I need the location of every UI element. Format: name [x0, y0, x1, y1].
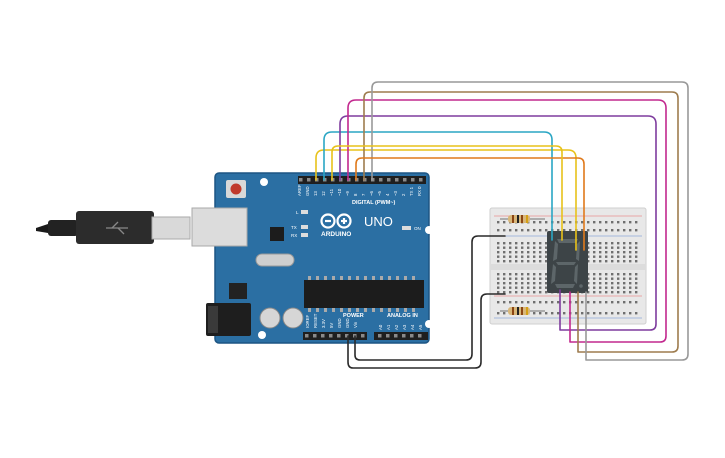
wire-yellow-left [315, 149, 577, 251]
usb-cable-strain-tip [36, 224, 48, 233]
digital-pin-label: AREF [297, 184, 302, 196]
power-pin-label: GND [345, 318, 350, 328]
l-led [301, 210, 308, 214]
wire-gray [371, 81, 689, 361]
digital-pin-label: 2 [401, 193, 406, 196]
wire-brown [363, 91, 679, 353]
mount-hole-bottom-left [258, 331, 266, 339]
rx-led-label: RX [291, 233, 297, 238]
capacitor-1 [259, 307, 281, 329]
power-pin-label: IOREF [305, 314, 310, 328]
board-model-label: UNO [364, 214, 393, 229]
wire-cyan [323, 131, 553, 241]
arduino-logo-text: ARDUINO [321, 231, 351, 238]
voltage-regulator [229, 283, 247, 299]
tx-led [301, 225, 308, 229]
wire-black-gnd-top [354, 235, 506, 361]
power-pin-label: RESET [313, 313, 318, 328]
analog-header [374, 332, 428, 340]
l-led-label: L [296, 210, 299, 215]
digital-pin-label: 13 [313, 191, 318, 196]
digital-pin-label: 4 [385, 193, 390, 196]
usb-cable[interactable] [36, 211, 191, 244]
power-pin-label: 3.3V [321, 319, 326, 328]
power-header-label: POWER [343, 313, 364, 319]
rx-led [301, 233, 308, 237]
analog-pin-label: A2 [394, 324, 399, 330]
usb-cable-strain-relief [48, 220, 78, 236]
digital-pin-label: ~3 [393, 190, 398, 196]
arduino-uno-board[interactable]: ARDUINO UNO DIGITAL (PWM~) POWER ANALOG … [191, 172, 433, 344]
on-led-label: ON [414, 226, 421, 231]
reset-button[interactable] [230, 183, 242, 195]
analog-pin-label: A3 [402, 324, 407, 330]
digital-pin-label: ~9 [345, 190, 350, 196]
mount-hole-bottom-right [425, 320, 433, 328]
signal-wires [315, 81, 689, 361]
capacitor-2 [282, 307, 304, 329]
tx-led-label: TX [291, 225, 297, 230]
seven-segment-digit-icon [551, 239, 583, 288]
resistor-bottom[interactable] [500, 307, 545, 315]
wire-yellow-right [331, 145, 563, 241]
digital-pin-label: 7 [361, 193, 366, 196]
power-header [303, 332, 367, 340]
chip-pins [308, 276, 415, 312]
usb-plug-metal [151, 216, 191, 240]
digital-pin-label: ~11 [329, 188, 334, 196]
digital-pin-label: TX 1 [409, 186, 414, 196]
digital-header [298, 176, 426, 184]
atmega-chip [304, 280, 424, 308]
digital-pin-label: 8 [353, 193, 358, 196]
digital-pin-label: GND [305, 186, 310, 196]
wire-purple [339, 115, 657, 331]
wire-black-gnd-bottom [347, 293, 506, 369]
dc-jack-inner [208, 306, 218, 333]
power-pin-label: GND [337, 318, 342, 328]
wire-orange [355, 157, 585, 251]
digital-header-label: DIGITAL (PWM~) [352, 200, 396, 206]
power-pin-label: 5V [329, 323, 334, 328]
mount-hole-top-left [260, 178, 268, 186]
analog-pin-label: A0 [378, 324, 383, 330]
analog-pin-label: A1 [386, 324, 391, 330]
resistor-top[interactable] [500, 215, 545, 223]
analog-pin-label: A5 [418, 324, 423, 330]
digital-pin-label: RX 0 [417, 186, 422, 196]
usb-b-port [191, 207, 248, 247]
digital-pin-label: ~6 [369, 190, 374, 196]
analog-pin-label: A4 [410, 324, 415, 330]
power-pin-label: Vin [353, 321, 358, 328]
digital-pin-label: ~10 [337, 188, 342, 196]
seven-segment-display[interactable] [547, 231, 588, 293]
arduino-logo-icon [320, 213, 352, 229]
usb-symbol-icon [106, 221, 128, 235]
crystal-oscillator [255, 253, 295, 267]
analog-header-label: ANALOG IN [387, 313, 418, 319]
digital-pin-label: ~5 [377, 190, 382, 196]
black-wires [347, 235, 506, 369]
on-led [402, 226, 411, 230]
wire-magenta [347, 99, 667, 343]
usb-controller-chip [270, 227, 284, 241]
digital-pin-label: 12 [321, 191, 326, 196]
mount-hole-right [425, 226, 433, 234]
